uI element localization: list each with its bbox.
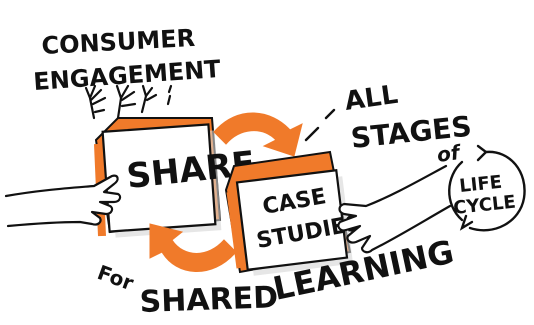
engagement-label: ENGAGEMENT xyxy=(32,55,222,96)
case-studies-folder xyxy=(224,150,353,276)
shared-label: SHARED xyxy=(139,280,279,320)
of-label: of xyxy=(435,140,463,167)
share-folder xyxy=(94,117,222,238)
for-label: For xyxy=(94,260,137,295)
all-label: ALL xyxy=(343,80,400,117)
hands-raised-icon xyxy=(84,84,173,120)
curved-arrow-icon xyxy=(213,112,303,157)
life-label: LIFE xyxy=(458,172,503,197)
hand-right-icon xyxy=(337,164,452,254)
cycle-arrow-icon xyxy=(448,144,526,232)
hand-left-icon xyxy=(4,174,122,228)
dash-connector xyxy=(304,108,336,142)
consumer-label: CONSUMER xyxy=(41,24,196,60)
curved-arrow-icon xyxy=(149,223,237,272)
